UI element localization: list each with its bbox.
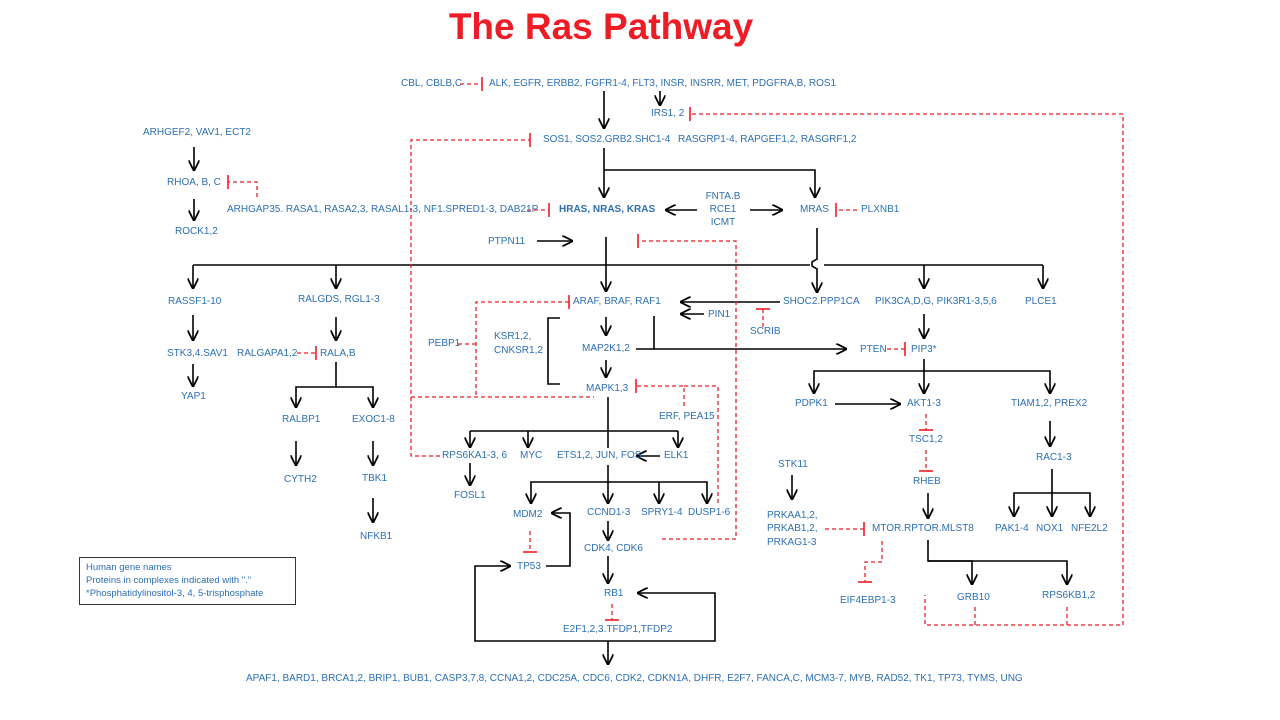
- node-mdm2: MDM2: [513, 509, 543, 520]
- node-stk3: STK3,4.SAV1: [167, 348, 228, 359]
- node-fosl1: FOSL1: [454, 490, 486, 501]
- node-plce1: PLCE1: [1025, 296, 1057, 307]
- node-erf: ERF, PEA15: [659, 411, 715, 422]
- node-cdk4: CDK4, CDK6: [584, 543, 643, 554]
- node-cbl: CBL, CBLB,C: [401, 78, 463, 89]
- node-rps6ka: RPS6KA1-3, 6: [442, 450, 508, 461]
- node-eif4ebp1: EIF4EBP1-3: [840, 595, 896, 606]
- node-plxnb1: PLXNB1: [861, 204, 900, 215]
- legend-line: Proteins in complexes indicated with ".": [86, 575, 252, 586]
- legend-line: Human gene names: [86, 562, 172, 573]
- node-myc: MYC: [520, 450, 543, 461]
- node-cnksr1: CNKSR1,2: [494, 345, 543, 356]
- node-icmt: ICMT: [710, 217, 736, 228]
- node-rheb: RHEB: [913, 476, 941, 487]
- node-prkab: PRKAB1,2,: [767, 523, 818, 534]
- node-pebp1: PEBP1: [428, 338, 461, 349]
- node-dusp: DUSP1-6: [688, 507, 731, 518]
- node-pten: PTEN: [860, 344, 887, 355]
- node-nfe2l2: NFE2L2: [1071, 523, 1108, 534]
- node-rps6kb1: RPS6KB1,2: [1042, 590, 1096, 601]
- node-prkag: PRKAG1-3: [767, 537, 817, 548]
- node-map2k: MAP2K1,2: [582, 343, 630, 354]
- node-rce1: RCE1: [709, 204, 737, 215]
- node-tp53: TP53: [517, 561, 541, 572]
- node-cyth2: CYTH2: [284, 474, 317, 485]
- node-rassf1: RASSF1-10: [168, 296, 222, 307]
- node-mtor: MTOR.RPTOR.MLST8: [872, 523, 974, 534]
- node-arhgap: ARHGAP35. RASA1, RASA2,3, RASAL1-3, NF1.…: [227, 204, 539, 215]
- node-rhoa: RHOA, B, C: [167, 177, 221, 188]
- node-e2f: E2F1,2,3.TFDP1,TFDP2: [563, 624, 673, 635]
- node-ptpn11: PTPN11: [488, 236, 526, 247]
- node-tsc: TSC1,2: [909, 434, 943, 445]
- node-ralbp1: RALBP1: [282, 414, 321, 425]
- node-spry: SPRY1-4: [641, 507, 683, 518]
- node-elk1: ELK1: [664, 450, 689, 461]
- node-stk11: STK11: [778, 459, 808, 470]
- diagram-title: The Ras Pathway: [448, 6, 754, 47]
- node-sos: SOS1, SOS2.GRB2.SHC1-4: [543, 134, 671, 145]
- node-rala: RALA,B: [320, 348, 356, 359]
- node-e2f-targets: APAF1, BARD1, BRCA1,2, BRIP1, BUB1, CASP…: [246, 673, 1023, 684]
- node-scrib: SCRIB: [750, 326, 781, 337]
- node-prkaa: PRKAA1,2,: [767, 510, 818, 521]
- node-ralgds: RALGDS, RGL1-3: [298, 294, 380, 305]
- node-arhgef2: ARHGEF2, VAV1, ECT2: [143, 127, 251, 138]
- legend-box: Human gene names Proteins in complexes i…: [79, 557, 296, 605]
- activation-edges: [193, 91, 1090, 664]
- node-nox1: NOX1: [1036, 523, 1064, 534]
- node-ralgapa: RALGAPA1,2: [237, 348, 298, 359]
- node-tbk1: TBK1: [362, 473, 388, 484]
- node-rtks: ALK, EGFR, ERBB2, FGFR1-4, FLT3, INSR, I…: [489, 78, 837, 89]
- node-exoc: EXOC1-8: [352, 414, 395, 425]
- node-araf: ARAF, BRAF, RAF1: [573, 296, 661, 307]
- node-ccnd: CCND1-3: [587, 507, 631, 518]
- legend-line: *Phosphatidylinositol-3, 4, 5-trisphosph…: [86, 588, 264, 599]
- node-ras: HRAS, NRAS, KRAS: [559, 204, 656, 215]
- node-pip3: PIP3*: [911, 344, 937, 355]
- node-pak: PAK1-4: [995, 523, 1029, 534]
- node-rac: RAC1-3: [1036, 452, 1072, 463]
- node-pin1: PIN1: [708, 309, 731, 320]
- node-irs: IRS1, 2: [651, 108, 685, 119]
- node-yap1: YAP1: [181, 391, 206, 402]
- node-nfkb1: NFKB1: [360, 531, 393, 542]
- node-mras: MRAS: [800, 204, 829, 215]
- node-tiam: TIAM1,2, PREX2: [1011, 398, 1088, 409]
- node-grb10: GRB10: [957, 592, 990, 603]
- node-ets: ETS1,2, JUN, FOS: [557, 450, 642, 461]
- node-akt: AKT1-3: [907, 398, 941, 409]
- node-rock: ROCK1,2: [175, 226, 218, 237]
- node-fnta: FNTA.B: [705, 191, 741, 202]
- node-shoc2: SHOC2.PPP1CA: [783, 296, 860, 307]
- node-pik3ca: PIK3CA,D,G, PIK3R1-3,5,6: [875, 296, 997, 307]
- node-rasgrp: RASGRP1-4, RAPGEF1,2, RASGRF1,2: [678, 134, 857, 145]
- node-rb1: RB1: [604, 588, 624, 599]
- node-mapk: MAPK1,3: [586, 383, 629, 394]
- inhibition-edges: [227, 77, 1124, 626]
- node-pdpk1: PDPK1: [795, 398, 828, 409]
- node-farnesyl-group: FNTA.B RCE1 ICMT: [703, 190, 743, 229]
- node-ksr1: KSR1,2,: [494, 331, 532, 342]
